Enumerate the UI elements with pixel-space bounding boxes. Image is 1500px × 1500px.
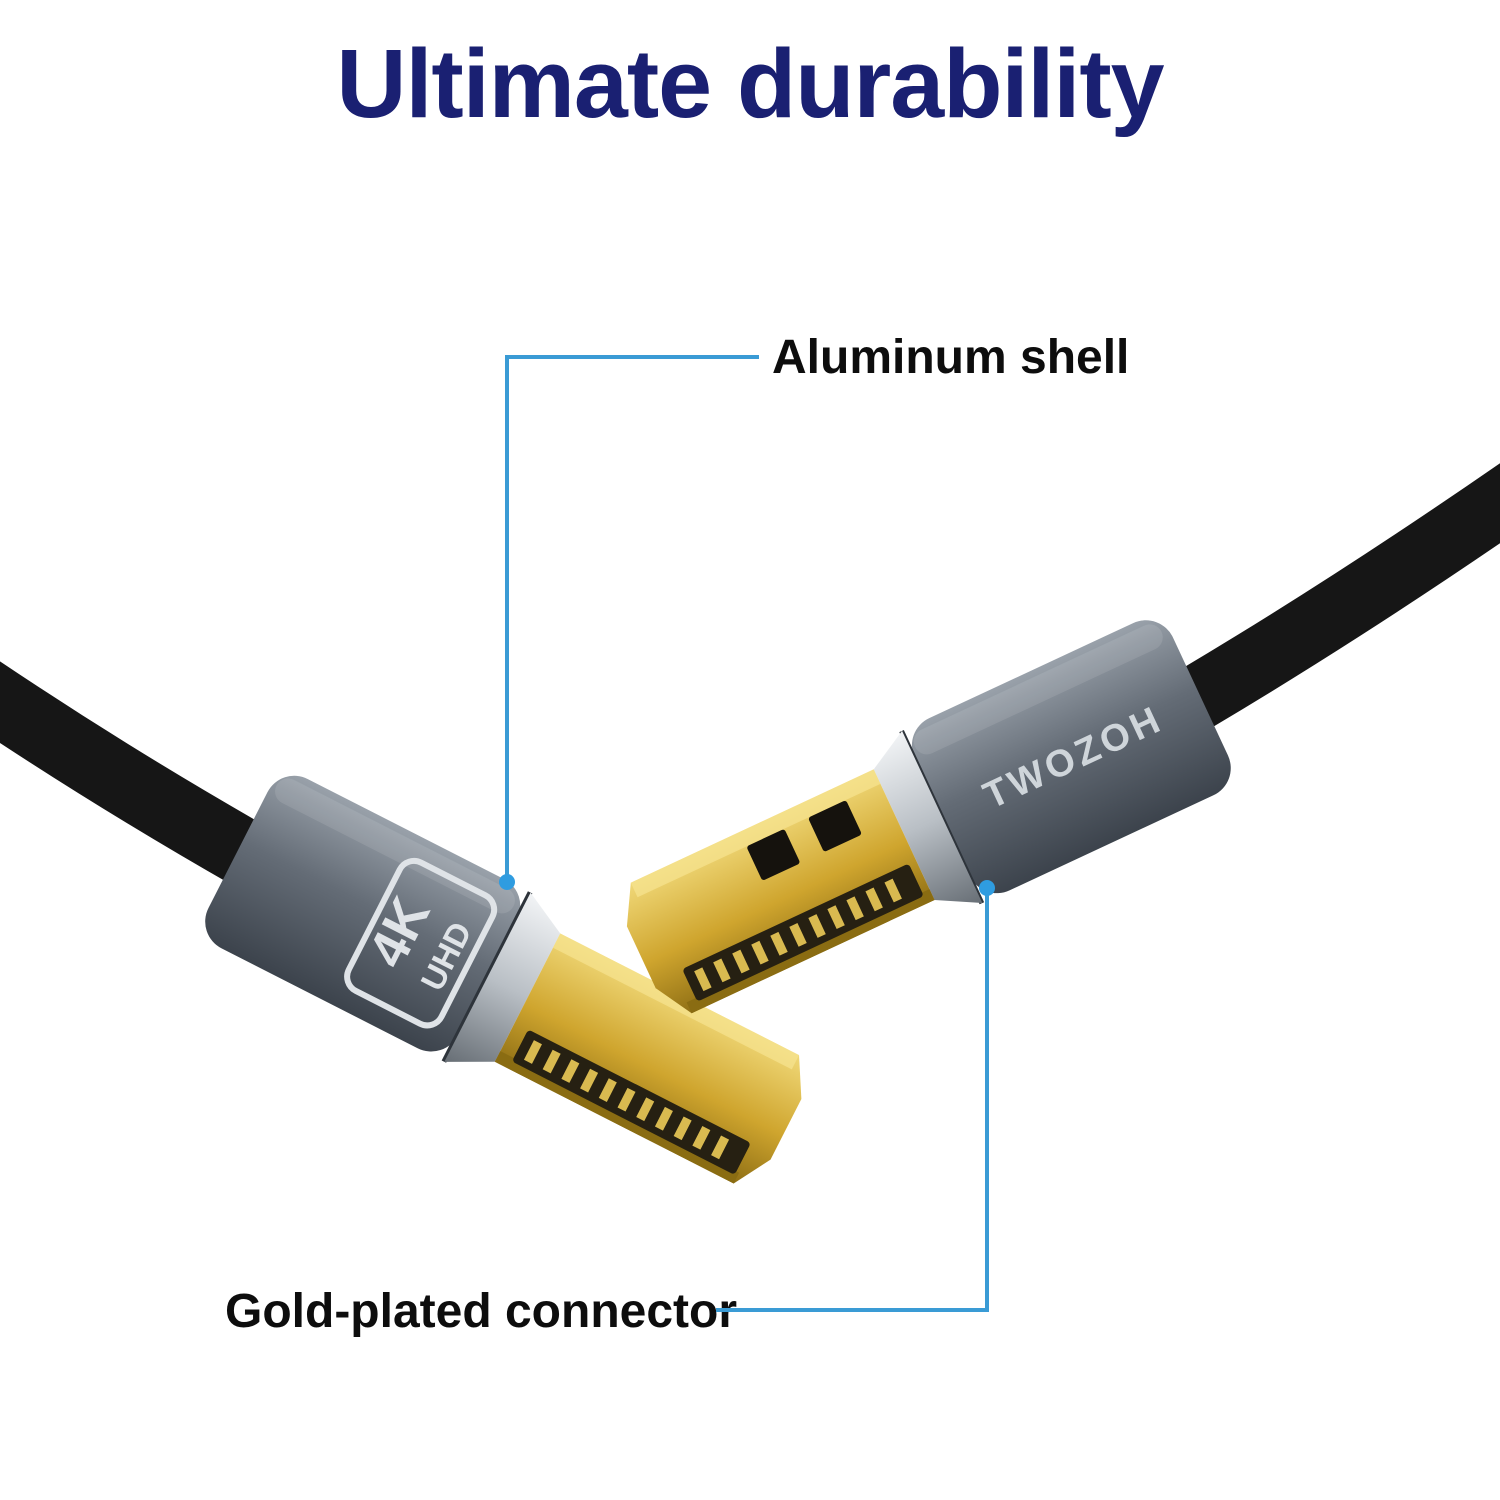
right-plug-hole-1 [747,829,800,880]
callout-aluminum-endpoint-dot [499,874,515,890]
callout-gold-line-horizontal [716,1308,989,1312]
right-plug-highlight [630,769,881,898]
callout-gold-endpoint-dot [979,880,995,896]
right-plug-bottom-edge [686,889,935,1014]
left-connector: 4K UHD [0,483,802,1184]
right-plug-hole-2 [808,800,862,852]
right-shell-highlight [913,624,1163,755]
right-cable [1162,308,1500,732]
right-chrome-chamfer [873,730,983,904]
right-aluminum-shell [911,620,1231,894]
page-title: Ultimate durability [336,29,1164,138]
callout-gold-plated-label: Gold-plated connector [225,1285,738,1338]
left-gold-pins [523,1040,739,1165]
callout-aluminum-line-vertical [505,355,509,882]
right-connector: TWOZOH [626,308,1500,1014]
callout-aluminum-line-horizontal [505,355,759,359]
left-cable [0,483,286,891]
right-gold-pins [694,874,912,992]
callout-gold-line-vertical [985,888,989,1312]
left-plug-bottom-edge [494,1051,740,1184]
left-aluminum-shell [205,775,521,1052]
left-gold-plug [494,933,802,1184]
badge-border [344,857,498,1029]
left-chrome-chamfer [444,892,561,1062]
callout-aluminum-shell-label: Aluminum shell [772,331,1130,384]
